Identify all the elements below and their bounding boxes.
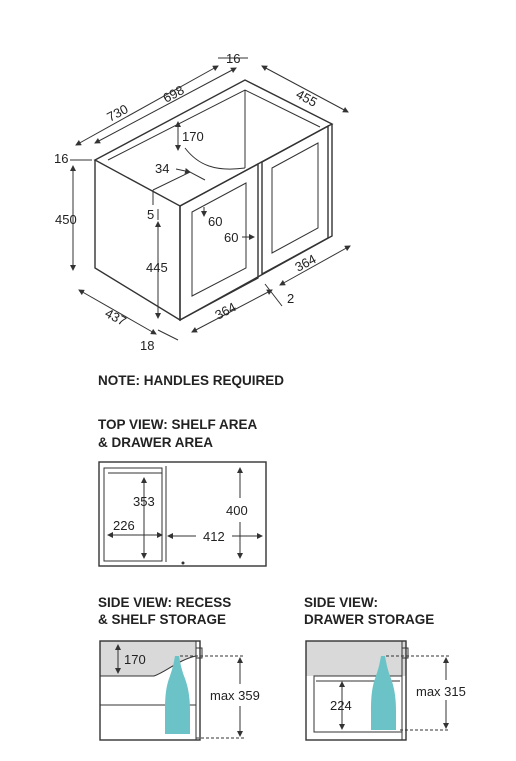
side-drawer-outline bbox=[305, 640, 407, 741]
drawer-top-shaded bbox=[306, 641, 406, 676]
top-view: TOP VIEW: SHELF AREA & DRAWER AREA 353 2… bbox=[98, 417, 267, 567]
dim-16-left: 16 bbox=[54, 151, 68, 166]
top-view-outline bbox=[98, 461, 267, 567]
dim-5: 5 bbox=[147, 207, 154, 222]
dim-226: 226 bbox=[113, 518, 135, 533]
side-recess-outline bbox=[99, 640, 201, 741]
dim-450: 450 bbox=[55, 212, 77, 227]
dim-412: 412 bbox=[203, 529, 225, 544]
dim-353: 353 bbox=[133, 494, 155, 509]
handle-mark bbox=[181, 561, 185, 565]
side-recess-title-line2: & SHELF STORAGE bbox=[98, 612, 226, 627]
dim-224: 224 bbox=[330, 698, 352, 713]
dim-437: 437 bbox=[103, 305, 129, 328]
side-drawer-handle bbox=[401, 647, 409, 659]
drawer-box bbox=[313, 675, 403, 733]
dim-line-455 bbox=[261, 65, 349, 113]
recess-curve bbox=[184, 147, 246, 170]
bottle-drawer bbox=[371, 656, 396, 730]
dim-2: 2 bbox=[287, 291, 294, 306]
recess-curve-side bbox=[100, 655, 197, 677]
side-recess-handle bbox=[195, 647, 203, 659]
top-view-title-line2: & DRAWER AREA bbox=[98, 435, 213, 450]
dim-16-top: 16 bbox=[226, 51, 240, 66]
dim-line-364-right bbox=[279, 245, 351, 286]
left-door-panel bbox=[191, 182, 247, 297]
cabinet-top-inner bbox=[107, 89, 321, 161]
dim-line-18 bbox=[157, 329, 179, 341]
dim-170: 170 bbox=[182, 129, 204, 144]
cabinet-isometric: 16 698 730 455 170 16 34 450 5 60 60 445… bbox=[54, 51, 351, 353]
dim-line-364-bottom bbox=[191, 289, 273, 333]
dim-60a: 60 bbox=[208, 214, 222, 229]
dim-max-359: max 359 bbox=[210, 688, 260, 703]
dim-34: 34 bbox=[155, 161, 169, 176]
recess-shaded-area bbox=[100, 641, 196, 676]
side-drawer-title-line2: DRAWER STORAGE bbox=[304, 612, 434, 627]
shelf-area bbox=[103, 467, 163, 562]
left-door bbox=[179, 162, 259, 322]
dim-line-2 bbox=[264, 283, 283, 307]
dim-line-34 bbox=[175, 168, 191, 174]
cabinet-left-side bbox=[94, 160, 181, 322]
dim-445: 445 bbox=[146, 260, 168, 275]
dim-730: 730 bbox=[104, 101, 130, 124]
dim-line-437 bbox=[78, 289, 157, 335]
side-drawer-title-line1: SIDE VIEW: bbox=[304, 595, 378, 610]
bottle-recess bbox=[165, 656, 190, 734]
note-handles-required: NOTE: HANDLES REQUIRED bbox=[98, 373, 284, 388]
right-door bbox=[261, 124, 329, 276]
right-door-panel bbox=[271, 142, 319, 254]
dim-400: 400 bbox=[226, 503, 248, 518]
dim-max-315: max 315 bbox=[416, 684, 466, 699]
dim-60b: 60 bbox=[224, 230, 238, 245]
top-view-title-line1: TOP VIEW: SHELF AREA bbox=[98, 417, 258, 432]
dim-170-side: 170 bbox=[124, 652, 146, 667]
dim-line-730 bbox=[75, 65, 219, 146]
side-view-recess: SIDE VIEW: RECESS & SHELF STORAGE 170 ma… bbox=[98, 595, 260, 741]
dim-18: 18 bbox=[140, 338, 154, 353]
side-recess-title-line1: SIDE VIEW: RECESS bbox=[98, 595, 231, 610]
side-view-drawer: SIDE VIEW: DRAWER STORAGE 224 max 315 bbox=[304, 595, 466, 741]
